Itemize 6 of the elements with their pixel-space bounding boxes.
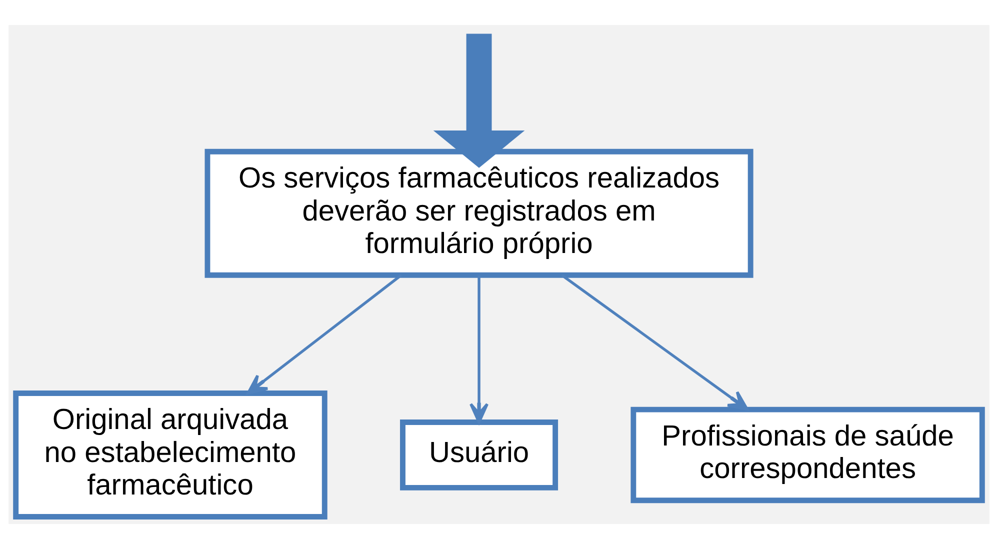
node-box: Original arquivada no estabelecimento farmacêutico [13,390,328,519]
arrow [469,274,489,424]
arrow [433,33,525,168]
node-box: Usuário [400,419,558,490]
node-box: Profissionais de saúde correspondentes [630,406,985,503]
node-box: Os serviços farmacêuticos realizados deverão ser registrados em formulário próprio [204,148,754,278]
